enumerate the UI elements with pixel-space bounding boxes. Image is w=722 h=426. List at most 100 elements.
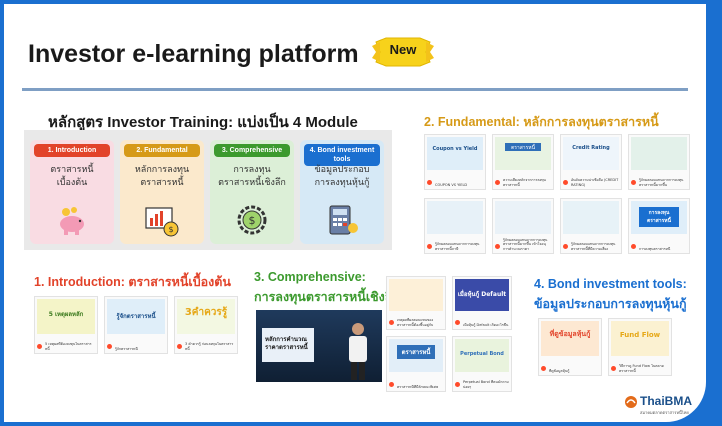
play-icon <box>427 180 432 185</box>
module-card-comprehensive[interactable]: 3. Comprehensive การลงทุนตราสารหนี้เชิงล… <box>210 140 294 244</box>
modules-panel: 1. Introduction ตราสารหนี้เบื้องต้น 2. F… <box>24 130 392 250</box>
video-thumb[interactable]: Credit Rating อันดับความน่าเชื่อถือ (CRE… <box>560 134 622 190</box>
play-icon <box>631 180 636 185</box>
bar-chart-money-icon: $ <box>145 207 179 237</box>
module-tab: 3. Comprehensive <box>214 144 290 157</box>
thumb-image <box>631 137 687 171</box>
video-thumb[interactable]: รู้จักผลตอบแทนจากการลงทุนตราสารหนี้มากขึ… <box>628 134 690 190</box>
new-badge: New <box>372 32 434 72</box>
video-thumb[interactable]: รู้จักผลตอบแทนจากการลงทุนตราสารหนี้ภาษี <box>424 198 486 254</box>
bond-tools-title: 4. Bond investment tools: ข้อมูลประกอบกา… <box>534 274 687 314</box>
thumb-caption: 5 เหตุผลที่ต้องลงทุนในตราสารหนี้ <box>45 342 92 351</box>
thumb-caption: อันดับความน่าเชื่อถือ (CREDIT RATING) <box>571 178 619 187</box>
thumb-caption: ความเสี่ยงหลักจากการลงทุนตราสารหนี้ <box>503 178 546 187</box>
module-tab: 2. Fundamental <box>124 144 200 157</box>
thumb-caption: รู้จักผลตอบแทนจากการลงทุนตราสารหนี้ภาษี <box>435 242 480 251</box>
video-thumb[interactable]: เมื่อหุ้นกู้ Default เมื่อหุ้นกู้ Defaul… <box>452 276 512 330</box>
logo-name: ThaiBMA <box>640 394 692 408</box>
video-thumb[interactable]: ตราสารหนี้ ตราสารหนี้ที่มีลักษณะพิเศษ <box>386 336 446 392</box>
module-desc: ข้อมูลประกอบการลงทุนหุ้นกู้ <box>314 165 370 188</box>
module-tab: 1. Introduction <box>34 144 110 157</box>
thumb-image: 5 เหตุผลหลัก <box>37 299 95 334</box>
video-thumb[interactable]: รู้จักผลตอบแทนจากการลงทุนตราสารหนี้ที่มี… <box>560 198 622 254</box>
video-thumb[interactable]: รู้จักผลตอบแทนจากการลงทุนตราสารหนี้มากขึ… <box>492 198 554 254</box>
video-thumb[interactable]: การลงทุน ตราสารหนี้ การลงทุนตราสารหนี้ <box>628 198 690 254</box>
thumb-caption: รู้จักผลตอบแทนจากการลงทุนตราสารหนี้มากขึ… <box>503 237 548 251</box>
slide: Investor e-learning platform New หลักสูต… <box>4 4 706 422</box>
video-thumb[interactable]: เหตุผลที่ผลตอบแทนของตราสารหนี้ต้องขึ้นอย… <box>386 276 446 330</box>
play-icon <box>389 320 394 325</box>
module-card-bond-tools[interactable]: 4. Bond investment tools ข้อมูลประกอบการ… <box>300 140 384 244</box>
thumb-image <box>389 279 443 312</box>
thaibma-logo: ThaiBMA สมาคมตลาดตราสารหนี้ไทย <box>624 394 694 418</box>
thumb-image: Coupon vs Yield <box>427 137 483 171</box>
thumb-image: Perpetual Bond <box>455 339 509 373</box>
module-desc: ตราสารหนี้เบื้องต้น <box>50 165 94 188</box>
play-icon <box>389 382 394 387</box>
play-icon <box>495 180 500 185</box>
module-desc: หลักการลงทุนตราสารหนี้ <box>134 165 190 188</box>
thumb-caption: 3 คำควรรู้ ก่อนลงทุนในตราสารหนี้ <box>185 342 234 351</box>
thumb-image: การลงทุน ตราสารหนี้ <box>631 201 687 235</box>
thumb-image: ตราสารหนี้ <box>389 339 443 373</box>
thumb-image: 3คำควรรู้ <box>177 299 235 334</box>
thumb-caption: การลงทุนตราสารหนี้ <box>639 246 671 251</box>
video-thumb[interactable]: ที่ดูข้อมูลหุ้นกู้ ที่ดูข้อมูลหุ้นกู้ <box>538 318 602 376</box>
piggy-bank-icon <box>60 207 84 235</box>
thumb-caption: วิธีการดู Fund Flow ในตลาดตราสารหนี้ <box>619 364 664 373</box>
play-icon <box>611 366 616 371</box>
bond-tools-title-line2: ข้อมูลประกอบการลงทุนหุ้นกู้ <box>534 297 687 311</box>
play-icon <box>37 344 42 349</box>
thumb-caption: ตราสารหนี้ที่มีลักษณะพิเศษ <box>397 384 439 389</box>
svg-text:$: $ <box>168 225 173 234</box>
fundamental-title: 2. Fundamental: หลักการลงทุนตราสารหนี้ <box>424 115 659 129</box>
thumb-image: Credit Rating <box>563 137 619 171</box>
thumb-image <box>563 201 619 235</box>
video-thumb[interactable]: Perpetual Bond Perpetual Bond ที่คนมักถา… <box>452 336 512 392</box>
calculator-icon <box>329 205 358 235</box>
play-icon <box>177 344 182 349</box>
video-thumb[interactable]: Coupon vs Yield COUPON VS YIELD <box>424 134 486 190</box>
header-divider <box>22 88 688 91</box>
thumb-caption: รู้จักตราสารหนี้ <box>115 346 138 351</box>
comprehensive-title-line1: 3. Comprehensive: <box>254 270 366 284</box>
play-icon <box>563 244 568 249</box>
thaibma-logo-icon <box>625 396 637 408</box>
page-title: Investor e-learning platform <box>28 40 359 68</box>
thumb-caption: COUPON VS YIELD <box>435 182 468 187</box>
video-thumb[interactable]: 5 เหตุผลหลัก 5 เหตุผลที่ต้องลงทุนในตราสา… <box>34 296 98 354</box>
thumb-image: Fund Flow <box>611 321 669 356</box>
module-card-introduction[interactable]: 1. Introduction ตราสารหนี้เบื้องต้น <box>30 140 114 244</box>
module-desc: การลงทุนตราสารหนี้เชิงลึก <box>218 165 286 188</box>
play-icon <box>563 180 568 185</box>
play-icon <box>495 244 500 249</box>
thumb-image: ตราสารหนี้ <box>495 137 551 171</box>
video-thumb[interactable]: รู้จักตราสารหนี้ รู้จักตราสารหนี้ <box>104 296 168 354</box>
video-thumb[interactable]: 3คำควรรู้ 3 คำควรรู้ ก่อนลงทุนในตราสารหน… <box>174 296 238 354</box>
presenter-icon <box>349 323 367 380</box>
thumb-caption: Perpetual Bond ที่คนมักถามบ่อยๆ <box>463 380 509 389</box>
play-icon <box>631 244 636 249</box>
thumb-caption: รู้จักผลตอบแทนจากการลงทุนตราสารหนี้มากขึ… <box>639 178 684 187</box>
comprehensive-title-line2: การลงทุนตราสารหนี้เชิงลึก <box>254 290 400 304</box>
logo-tagline: สมาคมตลาดตราสารหนี้ไทย <box>640 410 689 415</box>
play-icon <box>541 366 546 371</box>
play-icon <box>455 382 460 387</box>
gear-money-icon: $ <box>237 205 267 235</box>
new-badge-label: New <box>389 42 417 57</box>
video-thumb[interactable]: Fund Flow วิธีการดู Fund Flow ในตลาดตราส… <box>608 318 672 376</box>
thumb-image: ที่ดูข้อมูลหุ้นกู้ <box>541 321 599 356</box>
video-thumb[interactable]: ตราสารหนี้ ความเสี่ยงหลักจากการลงทุนตราส… <box>492 134 554 190</box>
play-icon <box>427 244 432 249</box>
thumb-caption: เหตุผลที่ผลตอบแทนของตราสารหนี้ต้องขึ้นอย… <box>397 318 434 327</box>
thumb-image <box>427 201 483 235</box>
thumb-image: รู้จักตราสารหนี้ <box>107 299 165 334</box>
thumb-caption: รู้จักผลตอบแทนจากการลงทุนตราสารหนี้ที่มี… <box>571 242 616 251</box>
bond-tools-title-line1: 4. Bond investment tools: <box>534 277 687 291</box>
comprehensive-title: 3. Comprehensive: การลงทุนตราสารหนี้เชิง… <box>254 267 400 307</box>
module-card-fundamental[interactable]: 2. Fundamental หลักการลงทุนตราสารหนี้ $ <box>120 140 204 244</box>
training-title: หลักสูตร Investor Training: แบ่งเป็น 4 M… <box>48 114 358 131</box>
featured-video[interactable]: หลักการคำนวณราคาตราสารหนี้ <box>256 310 382 382</box>
thumb-caption: ที่ดูข้อมูลหุ้นกู้ <box>549 368 570 373</box>
